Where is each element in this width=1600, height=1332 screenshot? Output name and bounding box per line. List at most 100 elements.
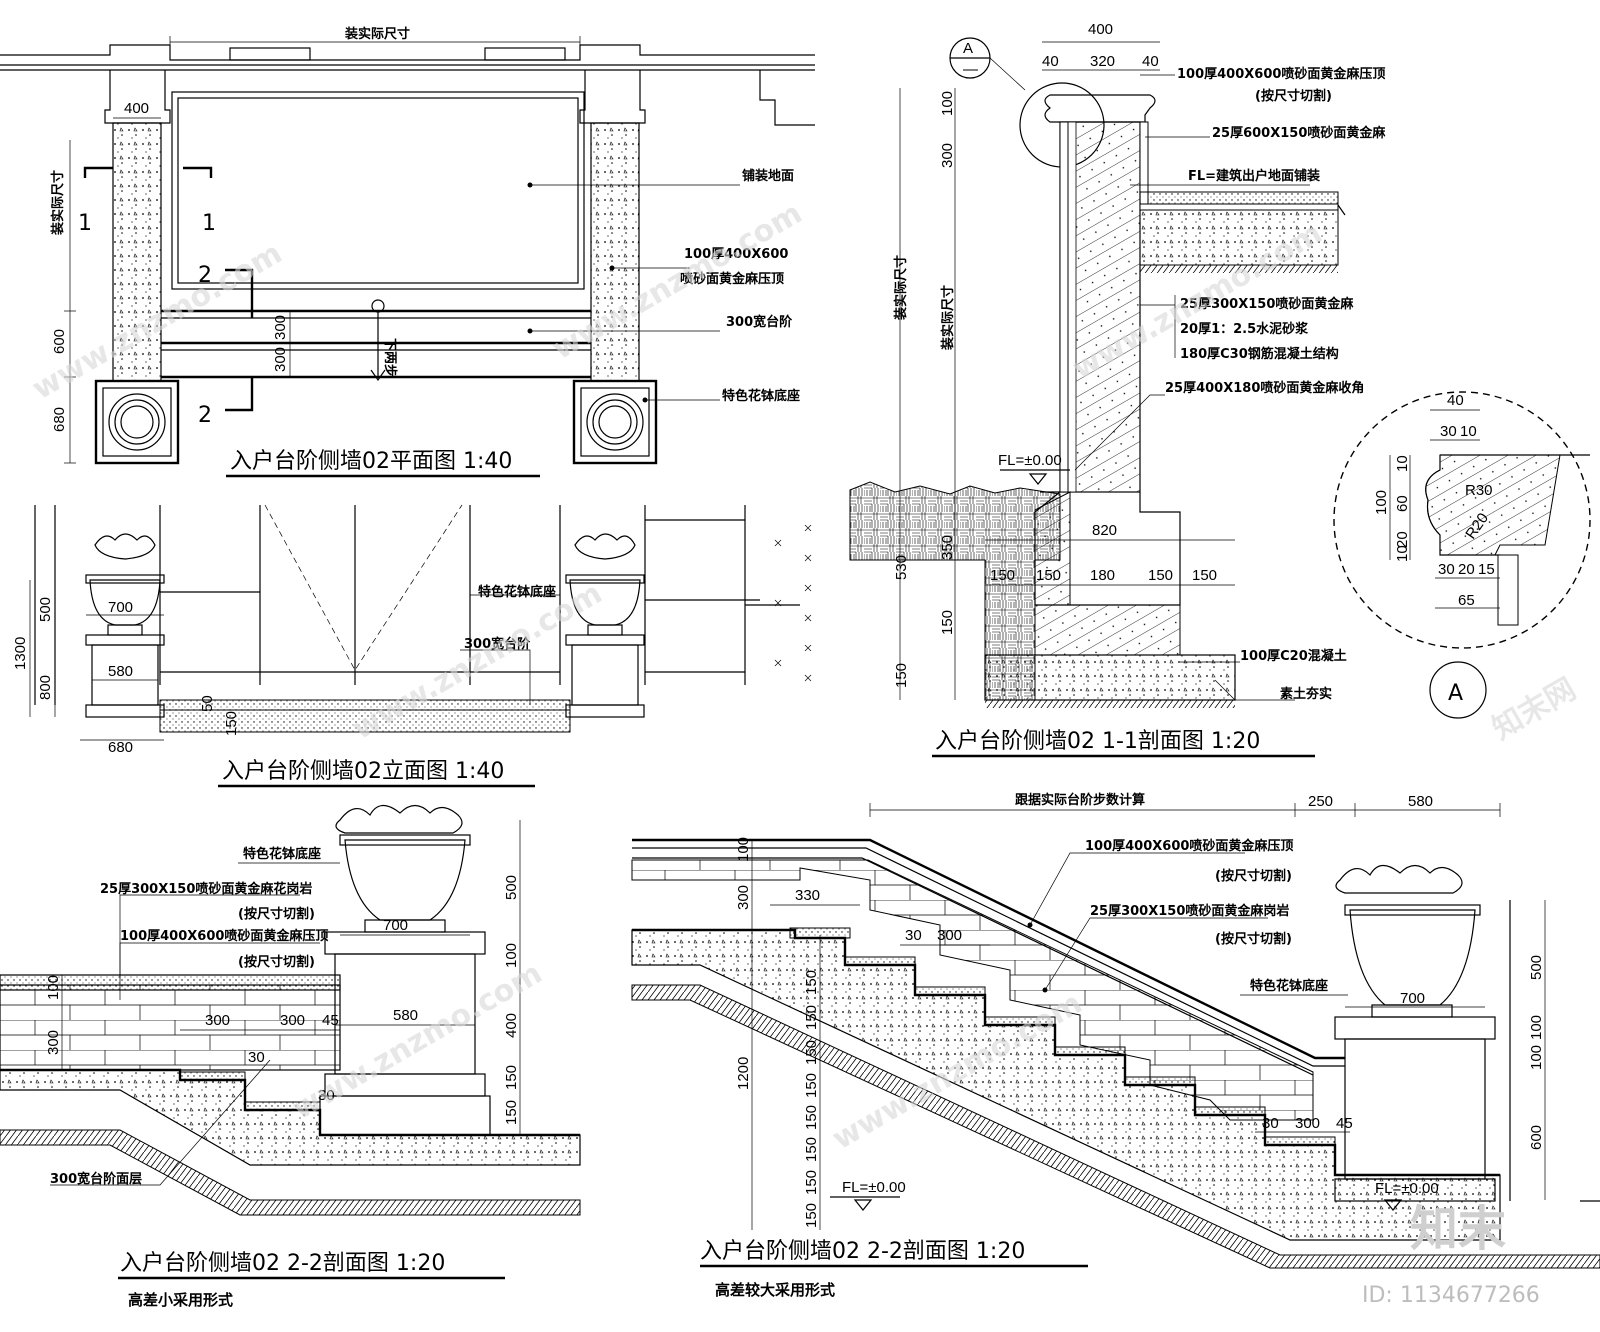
s11-fl: FL=±0.00 [998,452,1062,469]
s22b-dim-100: 100 [735,837,752,862]
s22b-dim-330: 330 [795,887,820,904]
s11-dim-530: 530 [893,555,910,580]
s11-dim-b150d: 150 [1192,567,1217,584]
s22b-note-cut1: (按尺寸切割) [1215,868,1292,884]
s11-dim-400: 400 [1088,21,1113,38]
s11-dim-820: 820 [1092,522,1117,539]
s22a-dim-45: 45 [322,1012,339,1029]
plan-note-step: 300宽台阶 [726,314,793,330]
detA-dim-10a: 10 [1460,423,1477,440]
elev-dim-580: 580 [108,663,133,680]
plan-note-coping-1: 100厚400X600 [684,246,788,262]
s11-dim-40a: 40 [1042,53,1059,70]
s11-dim-actual-2: 装实际尺寸 [940,285,956,351]
s22a-dim-100: 100 [45,975,62,1000]
detA-dim-20b: 20 [1458,561,1475,578]
s22b-dim-250: 250 [1308,793,1333,810]
s22b-dim-45: 45 [1336,1115,1353,1132]
section-2-2-large: 跟据实际台阶步数计算 250 580 [631,792,1600,1299]
s22b-dim-30a: 30 [905,927,922,944]
s22b-note-veneer: 25厚300X150喷砂面黄金麻岗岩 [1090,903,1289,919]
s22b-dim-700: 700 [1400,990,1425,1007]
elev-dim-1300: 1300 [12,637,29,670]
s22b-dim-30b: 30 [1262,1115,1279,1132]
plan-dim-top: 装实际尺寸 [344,26,410,42]
s22a-note-cut1: (按尺寸切割) [238,906,315,922]
s11-dim-b150c: 150 [1148,567,1173,584]
elev-dim-150: 150 [223,711,240,736]
plan-sec2-top: 2 [198,263,212,288]
watermark-site-cn: 知末网 [1487,672,1582,747]
s22b-step-5: 150 [803,1105,820,1130]
s22b-step-4: 150 [803,1073,820,1098]
plan-dim-300a: 300 [272,315,289,340]
s11-dim-150b: 150 [893,663,910,688]
s22a-planter [319,804,491,1136]
s11-note-veneer-300: 25厚300X150喷砂面黄金麻 [1180,296,1354,312]
s11-note-concrete: 180厚C30钢筋混凝土结构 [1180,346,1339,362]
s22b-fl-right: FL=±0.00 [1375,1180,1439,1197]
s22a-note-coping: 100厚400X600喷砂面黄金麻压顶 [120,928,328,944]
elev-note-planter: 特色花钵底座 [478,584,556,600]
section22a-title: 入户台阶侧墙02 2-2剖面图 1:20 [120,1251,445,1276]
s22b-note-planter: 特色花钵底座 [1250,978,1328,994]
detA-dim-40: 40 [1447,392,1464,409]
s22b-step-6: 150 [803,1137,820,1162]
section22b-title: 入户台阶侧墙02 2-2剖面图 1:20 [700,1239,1025,1264]
plan-note-coping-2: 喷砂面黄金麻压顶 [680,271,784,287]
s22a-dim-580: 580 [393,1007,418,1024]
elevation-view: 1300 500 800 700 580 680 50 150 特色花钵底座 3… [12,504,812,788]
elevation-planter-left [85,533,165,718]
planter-base-right [572,379,658,465]
detA-dim-60: 60 [1394,495,1411,512]
plan-sec1-right: 1 [202,211,216,236]
s22a-dim-300a: 300 [205,1012,230,1029]
s11-dim-b150a: 150 [990,567,1015,584]
elev-dim-700: 700 [108,599,133,616]
elev-dim-800: 800 [37,675,54,700]
detail-a: 40 30 10 100 10 60 20 10 R30 R20 30 20 1… [1333,391,1591,719]
s11-note-c20: 100厚C20混凝土 [1240,648,1347,664]
s22a-dim-500: 500 [503,875,520,900]
planter-base-left [94,379,180,465]
detA-dim-30b: 30 [1438,561,1455,578]
s22b-dim-100c: 100 [1528,1045,1545,1070]
section11-marker-letter: A [963,40,973,57]
plan-dim-300b: 300 [272,347,289,372]
s22b-step-8: 150 [803,1203,820,1228]
s11-dim-b150b: 150 [1036,567,1061,584]
s22a-dim-100b: 100 [503,943,520,968]
plan-view: 装实际尺寸 400 [0,26,815,478]
plan-sec2-bottom: 2 [198,403,212,428]
s22b-step-3: 150 [803,1040,820,1065]
detA-dim-10c: 10 [1394,545,1411,562]
s22b-dim-1200: 1200 [735,1057,752,1090]
plan-dim-680: 680 [51,407,68,432]
plan-note-paving: 铺装地面 [742,168,794,184]
detail-a-label-circle [1429,661,1487,719]
section-1-1: A — 400 40 320 40 100 300 [849,21,1386,758]
s11-dim-b180: 180 [1090,567,1115,584]
s11-dim-40b: 40 [1142,53,1159,70]
s22b-step-1: 150 [803,970,820,995]
s22b-dim-300: 300 [735,885,752,910]
s22b-dim-580: 580 [1408,793,1433,810]
s11-dim-320: 320 [1090,53,1115,70]
plan-dim-side: 装实际尺寸 [50,170,66,236]
s11-dim-100: 100 [939,91,956,116]
section11-title: 入户台阶侧墙02 1-1剖面图 1:20 [935,729,1260,754]
plan-note-planter: 特色花钵底座 [722,388,800,404]
elev-note-step: 300宽台阶 [464,636,531,652]
s22b-fl-left: FL=±0.00 [842,1179,906,1196]
s22a-dim-700: 700 [383,917,408,934]
plan-sec1-left: 1 [78,211,92,236]
s11-note-corner: 25厚400X180喷砂面黄金麻收角 [1165,380,1364,396]
plan-dim-600: 600 [51,329,68,354]
elevation-planter-right [565,533,645,718]
s22b-note-coping: 100厚400X600喷砂面黄金麻压顶 [1085,838,1293,854]
watermark-id: ID: 1134677266 [1362,1283,1540,1308]
elevation-title: 入户台阶侧墙02立面图 1:40 [222,759,504,784]
detA-dim-15: 15 [1478,561,1495,578]
section22b-subtitle: 高差较大采用形式 [715,1281,835,1299]
